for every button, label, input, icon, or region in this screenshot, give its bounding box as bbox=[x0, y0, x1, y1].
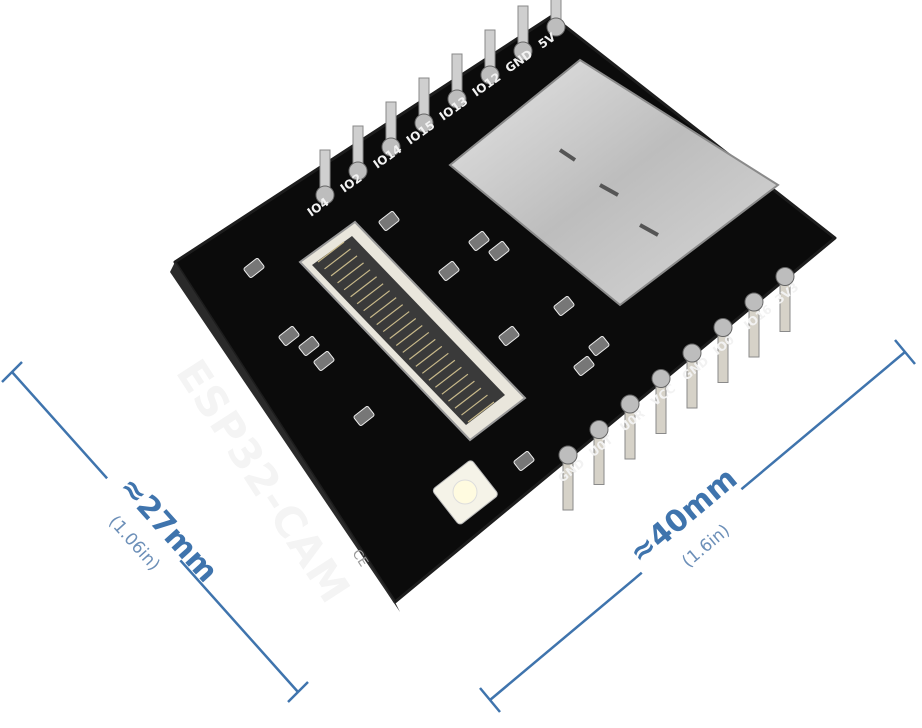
solder-pad bbox=[651, 369, 671, 388]
solder-pad bbox=[558, 445, 578, 465]
smd-component bbox=[243, 258, 265, 278]
solder-pad bbox=[447, 89, 467, 109]
smd-component bbox=[468, 231, 490, 251]
smd-component bbox=[553, 296, 575, 316]
solder-pad bbox=[513, 41, 533, 61]
solder-pad bbox=[682, 343, 702, 363]
smd-component bbox=[278, 326, 300, 346]
led-lens bbox=[452, 479, 478, 505]
pcb-edge bbox=[170, 262, 400, 612]
solder-pad bbox=[775, 267, 795, 286]
solder-pad bbox=[414, 113, 434, 133]
smd-component bbox=[438, 261, 460, 281]
sd-slot-detail bbox=[558, 148, 659, 237]
solder-pad bbox=[381, 137, 401, 157]
smd-component bbox=[298, 336, 320, 356]
smd-component bbox=[513, 451, 535, 471]
solder-pad bbox=[620, 394, 640, 414]
smd-component bbox=[588, 336, 610, 356]
solder-pad bbox=[546, 17, 566, 37]
smd-component bbox=[498, 326, 520, 346]
connector-contacts bbox=[312, 236, 505, 425]
solder-pad bbox=[480, 65, 500, 85]
smd-component bbox=[378, 211, 400, 231]
solder-pad bbox=[744, 292, 764, 312]
smd-component bbox=[573, 356, 595, 376]
solder-pad bbox=[713, 318, 733, 337]
solder-pad bbox=[589, 420, 609, 439]
smd-component bbox=[353, 406, 375, 426]
solder-pad bbox=[348, 161, 368, 181]
sd-card-slot bbox=[448, 58, 780, 307]
solder-pad bbox=[315, 185, 335, 205]
smd-component bbox=[313, 351, 335, 371]
smd-component bbox=[488, 241, 510, 261]
